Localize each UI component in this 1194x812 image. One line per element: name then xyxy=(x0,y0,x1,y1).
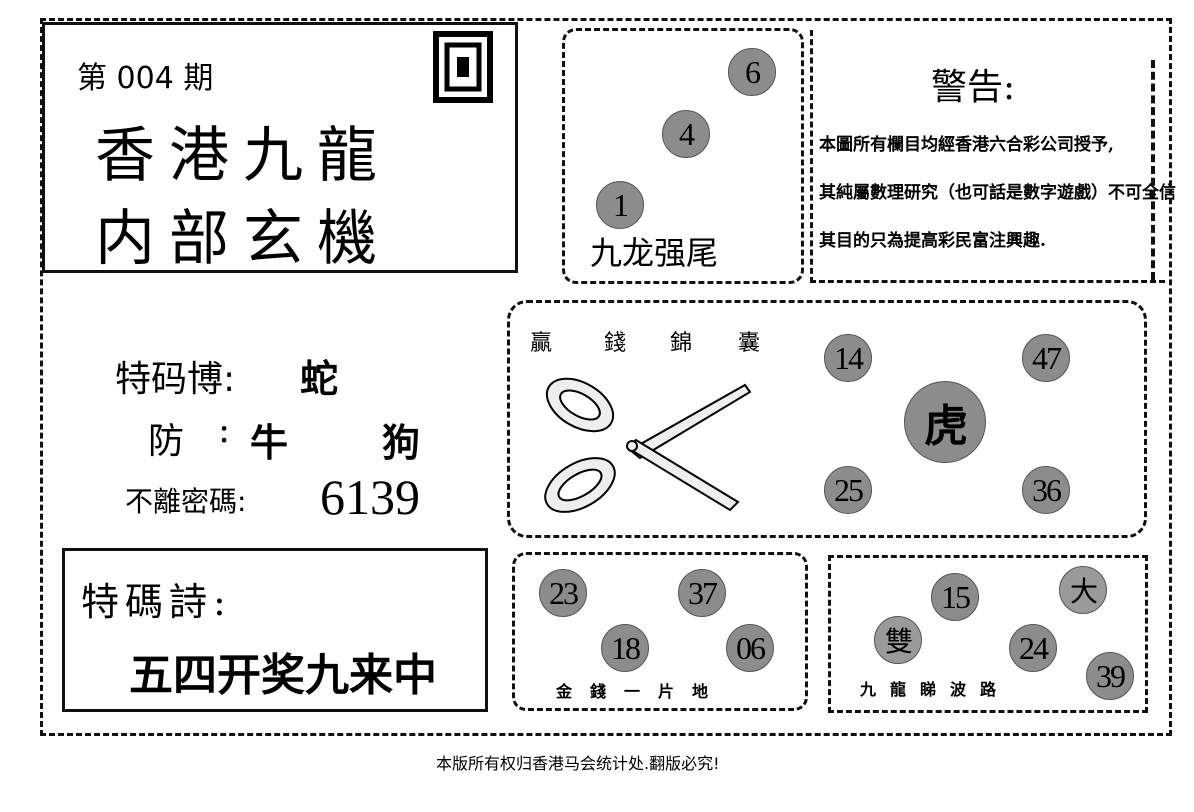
number-ball: 4 xyxy=(662,110,710,158)
glyph-ball: 大 xyxy=(1059,566,1107,614)
kit-title-char: 囊 xyxy=(738,331,761,356)
kit-title-char: 錦 xyxy=(670,331,693,356)
number-ball: 1 xyxy=(596,181,644,229)
title-line2: 内部玄機 xyxy=(95,204,391,274)
number-ball: 14 xyxy=(824,334,872,382)
special-label: 特码博: xyxy=(115,359,236,400)
poem-box: 特碼詩: 五四开奖九来中 xyxy=(62,548,488,712)
glyph-ball: 雙 xyxy=(874,616,922,664)
scissors-icon xyxy=(544,377,752,513)
issue-label: 第 004 期 xyxy=(77,61,214,96)
poem-text: 五四开奖九来中 xyxy=(129,650,437,701)
warning-line: 本圖所有欄目均經香港六合彩公司授予, xyxy=(819,135,1114,155)
code-label: 不離密碼: xyxy=(125,485,247,518)
warning-line: 其目的只為提高彩民富注興趣. xyxy=(819,231,1046,251)
number-ball: 25 xyxy=(824,466,872,514)
warning-line: 其純屬數理研究（也可話是數字遊戲）不可全信 xyxy=(819,183,1176,203)
code-value: 6139 xyxy=(320,469,420,525)
number-ball: 23 xyxy=(539,569,587,617)
gold-caption: 金錢一片地 xyxy=(556,682,727,701)
warning-box: 警告: 本圖所有欄目均經香港六合彩公司授予, 其純屬數理研究（也可話是數字遊戲）… xyxy=(810,30,1176,283)
number-ball: 24 xyxy=(1009,624,1057,672)
guard-label: 防 xyxy=(148,421,185,462)
special-value: 蛇 xyxy=(300,357,339,401)
footer-copyright: 本版所有权归香港马会统计处.翻版必究! xyxy=(436,754,720,773)
title-box: 第 004 期 香港九龍 内部玄機 xyxy=(42,22,518,274)
kit-title-char: 贏 xyxy=(530,331,553,356)
divider xyxy=(1151,60,1155,280)
number-ball: 15 xyxy=(931,573,979,621)
football-box xyxy=(828,555,1148,713)
guard-colon: : xyxy=(218,410,231,451)
kit-title-char: 錢 xyxy=(604,331,627,356)
number-ball: 18 xyxy=(601,624,649,672)
guard-value: 牛 xyxy=(250,421,289,465)
number-ball: 36 xyxy=(1022,466,1070,514)
number-ball: 37 xyxy=(678,569,726,617)
football-caption: 九龍睇波路 xyxy=(860,680,1011,699)
guard-value: 狗 xyxy=(382,421,421,465)
number-ball: 6 xyxy=(728,48,776,96)
zodiac-ball: 虎 xyxy=(904,381,986,463)
number-ball: 47 xyxy=(1022,334,1070,382)
poem-label: 特碼詩: xyxy=(81,580,232,624)
outer-border xyxy=(40,18,1172,736)
tail-caption: 九龙强尾 xyxy=(590,234,719,272)
title-line1: 香港九龍 xyxy=(95,121,391,191)
warning-heading: 警告: xyxy=(931,67,1016,108)
logo-icon xyxy=(433,31,493,103)
number-ball: 39 xyxy=(1086,652,1134,700)
number-ball: 06 xyxy=(726,624,774,672)
